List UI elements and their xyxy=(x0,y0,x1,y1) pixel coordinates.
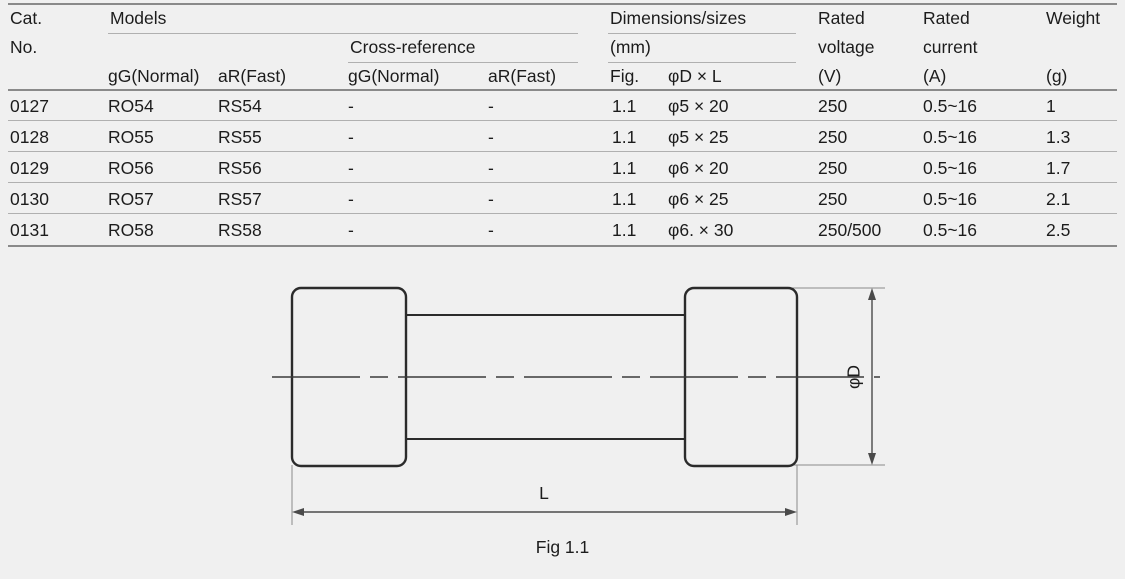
cell-fig: 1.1 xyxy=(612,96,637,116)
header-models-group: Models xyxy=(110,8,167,28)
cell-rated-voltage: 250 xyxy=(818,127,848,147)
row-separator xyxy=(8,120,1117,121)
header-rated-current-line1: Rated xyxy=(923,8,970,28)
cell-rated-voltage: 250 xyxy=(818,189,848,209)
header-models-ar: aR(Fast) xyxy=(218,66,287,86)
header-crossref-group: Cross-reference xyxy=(350,37,476,57)
cell-models-ar: RS56 xyxy=(218,158,262,178)
header-xref-ar: aR(Fast) xyxy=(488,66,557,86)
header-fig: Fig. xyxy=(610,66,640,86)
cell-fig: 1.1 xyxy=(612,189,637,209)
cell-dxl: φ6 × 20 xyxy=(668,158,729,178)
dimensions-group-underline xyxy=(608,33,796,34)
cell-xref-ar: - xyxy=(488,127,494,147)
cell-rated-current: 0.5~16 xyxy=(923,158,978,178)
cell-rated-current: 0.5~16 xyxy=(923,189,978,209)
dimensions-sub-underline xyxy=(608,62,796,63)
cell-weight: 2.5 xyxy=(1046,220,1071,240)
cell-models-ar: RS58 xyxy=(218,220,262,240)
header-weight-unit: (g) xyxy=(1046,66,1068,86)
cell-models-gg: RO55 xyxy=(108,127,154,147)
header-dimensions-group: Dimensions/sizes xyxy=(610,8,747,28)
header-rated-current-line2: current xyxy=(923,37,978,57)
header-dimensions-unit: (mm) xyxy=(610,37,651,57)
cell-weight: 1.3 xyxy=(1046,127,1071,147)
cell-xref-gg: - xyxy=(348,189,354,209)
crossref-group-underline xyxy=(348,62,578,63)
dimension-label-diameter: φD xyxy=(844,365,864,389)
cell-xref-ar: - xyxy=(488,220,494,240)
cell-dxl: φ5 × 25 xyxy=(668,127,729,147)
header-weight-line1: Weight xyxy=(1046,8,1101,28)
table-top-border xyxy=(8,3,1117,5)
figure-caption: Fig 1.1 xyxy=(535,537,590,557)
models-group-underline xyxy=(108,33,578,34)
row-separator xyxy=(8,182,1117,183)
header-rated-current-unit: (A) xyxy=(923,66,947,86)
cell-dxl: φ6 × 25 xyxy=(668,189,729,209)
cell-fig: 1.1 xyxy=(612,220,637,240)
cell-rated-voltage: 250 xyxy=(818,158,848,178)
arrowhead-length-left xyxy=(292,508,304,516)
cell-rated-current: 0.5~16 xyxy=(923,127,978,147)
cell-xref-gg: - xyxy=(348,96,354,116)
cell-xref-gg: - xyxy=(348,220,354,240)
cell-weight: 2.1 xyxy=(1046,189,1071,209)
header-cat-no-line2: No. xyxy=(10,37,38,57)
cell-xref-ar: - xyxy=(488,158,494,178)
cell-models-gg: RO54 xyxy=(108,96,154,116)
header-rated-voltage-unit: (V) xyxy=(818,66,842,86)
row-separator xyxy=(8,151,1117,152)
cell-models-gg: RO57 xyxy=(108,189,154,209)
cell-rated-voltage: 250/500 xyxy=(818,220,882,240)
header-cat-no-line1: Cat. xyxy=(10,8,43,28)
arrowhead-length-right xyxy=(785,508,797,516)
cell-xref-ar: - xyxy=(488,189,494,209)
header-bottom-border xyxy=(8,89,1117,91)
cell-cat-no: 0128 xyxy=(10,127,49,147)
cell-weight: 1.7 xyxy=(1046,158,1071,178)
cell-dxl: φ5 × 20 xyxy=(668,96,729,116)
cell-rated-voltage: 250 xyxy=(818,96,848,116)
cell-dxl: φ6. × 30 xyxy=(668,220,734,240)
fuse-outline-svg: φD L xyxy=(272,286,885,525)
header-rated-voltage-line2: voltage xyxy=(818,37,875,57)
arrowhead-diameter-bottom xyxy=(868,453,876,465)
header-models-gg: gG(Normal) xyxy=(108,66,200,86)
specification-table: Cat. Models Dimensions/sizes Rated Rated… xyxy=(0,0,1125,250)
cell-cat-no: 0130 xyxy=(10,189,49,209)
fuse-drawing-figure: φD L Fig 1.1 xyxy=(0,250,1125,579)
cell-models-gg: RO58 xyxy=(108,220,154,240)
cell-models-ar: RS55 xyxy=(218,127,262,147)
header-xref-gg: gG(Normal) xyxy=(348,66,440,86)
cell-xref-gg: - xyxy=(348,127,354,147)
cell-weight: 1 xyxy=(1046,96,1056,116)
cell-rated-current: 0.5~16 xyxy=(923,220,978,240)
cell-xref-gg: - xyxy=(348,158,354,178)
arrowhead-diameter-top xyxy=(868,288,876,300)
cell-models-ar: RS57 xyxy=(218,189,262,209)
cell-models-gg: RO56 xyxy=(108,158,154,178)
table-bottom-border xyxy=(8,245,1117,247)
header-diameter-by-length: φD × L xyxy=(668,66,722,86)
header-rated-voltage-line1: Rated xyxy=(818,8,865,28)
dimension-label-length: L xyxy=(539,483,549,503)
cell-rated-current: 0.5~16 xyxy=(923,96,978,116)
cell-xref-ar: - xyxy=(488,96,494,116)
cell-fig: 1.1 xyxy=(612,158,637,178)
cell-cat-no: 0127 xyxy=(10,96,49,116)
cell-cat-no: 0131 xyxy=(10,220,49,240)
row-separator xyxy=(8,213,1117,214)
cell-models-ar: RS54 xyxy=(218,96,262,116)
cell-fig: 1.1 xyxy=(612,127,637,147)
cell-cat-no: 0129 xyxy=(10,158,49,178)
